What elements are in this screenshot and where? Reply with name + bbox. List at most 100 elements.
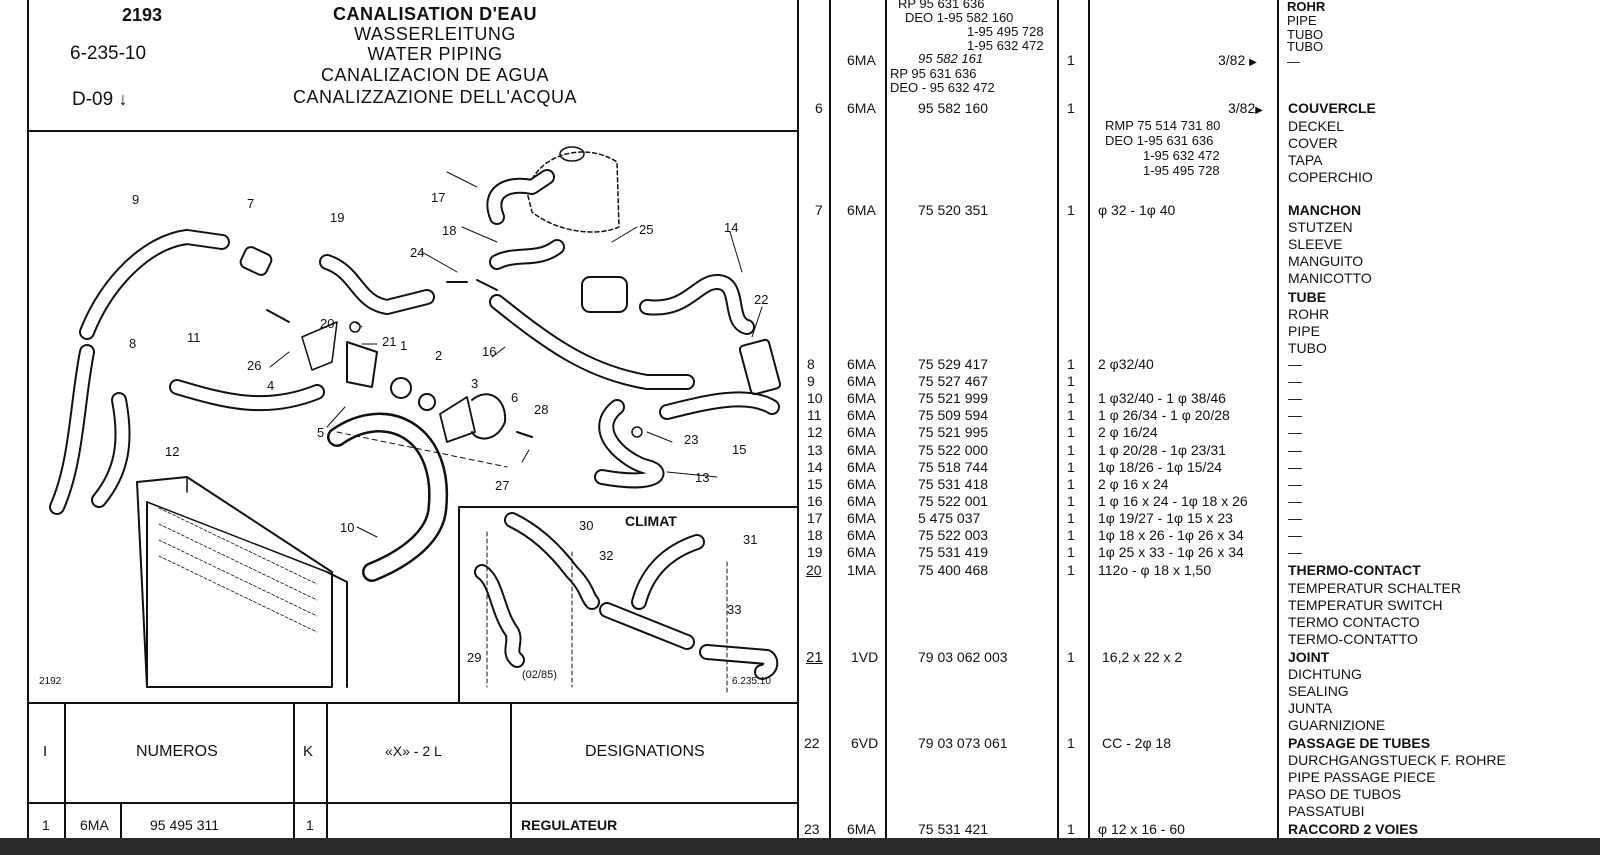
- callout-31: 31: [743, 532, 757, 547]
- part-desc: —: [1288, 475, 1302, 492]
- item-7-desc-2: STUTZEN: [1288, 219, 1353, 235]
- part-spec: 1 φ 20/28 - 1φ 23/31: [1098, 441, 1226, 458]
- callout-11: 11: [187, 330, 201, 345]
- inset-title: CLIMAT: [625, 513, 677, 529]
- plate-code: 2193: [122, 5, 163, 25]
- item-20-qty: 1: [1067, 562, 1075, 578]
- item-7-desc-4: MANGUITO: [1288, 253, 1364, 269]
- item-22-desc-4: PASO DE TUBOS: [1288, 786, 1402, 802]
- item-20-index: 20: [806, 562, 822, 578]
- item-6-desc-1: COUVERCLE: [1288, 100, 1376, 116]
- callout-8: 8: [129, 336, 136, 351]
- item-22-index: 22: [804, 735, 820, 751]
- table-top-rule: [27, 702, 799, 704]
- arrow-right-icon: ▶: [1255, 105, 1263, 116]
- item-6-desc-2: DECKEL: [1288, 118, 1345, 134]
- figure-reference: 6-235-10: [70, 43, 147, 64]
- item-23-index: 23: [804, 821, 820, 837]
- item-20-desc-3: TEMPERATUR SWITCH: [1288, 597, 1443, 613]
- item-6-date-text: 3/82: [1228, 100, 1256, 116]
- col-header-designations: DESIGNATIONS: [585, 743, 705, 760]
- part-qty: 1: [1067, 424, 1075, 441]
- table-col-sep-5: [510, 702, 512, 838]
- item-6-note-3: 1-95 632 472: [1143, 148, 1220, 163]
- model-code-text: D-09: [72, 89, 114, 110]
- item-21-index: 21: [806, 649, 823, 666]
- part-qty: 1: [1067, 356, 1075, 372]
- item-7-desc-9: TUBO: [1288, 340, 1327, 356]
- part-family: 6MA: [847, 458, 876, 475]
- top-desc-3: TUBO: [1287, 27, 1324, 42]
- item-20-spec: 112o - φ 18 x 1,50: [1098, 562, 1212, 578]
- part-index: 15: [807, 475, 823, 492]
- callout-16: 16: [482, 344, 496, 359]
- item-6-qty: 1: [1067, 100, 1075, 116]
- item-7-desc-6: TUBE: [1288, 289, 1327, 305]
- col-header-model: «X» - 2 L: [385, 743, 442, 759]
- item-7-number: 75 520 351: [918, 202, 989, 218]
- part-family: 6MA: [847, 373, 876, 390]
- item-22-qty: 1: [1067, 735, 1075, 751]
- part-number: 75 522 000: [918, 441, 989, 458]
- item-22-desc-2: DURCHGANGSTUECK F. ROHRE: [1288, 752, 1506, 768]
- item-6-desc-5: COPERCHIO: [1288, 169, 1373, 185]
- hoses: [49, 169, 780, 582]
- table-col-sep-3: [293, 702, 295, 838]
- callout-23: 23: [684, 432, 698, 447]
- table-col-sep-1: [64, 702, 66, 838]
- item-21-qty: 1: [1067, 649, 1075, 665]
- item-22-desc-3: PIPE PASSAGE PIECE: [1288, 769, 1436, 785]
- item-6-desc-3: COVER: [1288, 135, 1338, 151]
- callout-4: 4: [267, 378, 274, 393]
- part-desc: —: [1288, 424, 1302, 441]
- item-21-spec: 16,2 x 22 x 2: [1102, 649, 1183, 665]
- item-21-family: 1VD: [851, 649, 879, 665]
- part-qty: 1: [1067, 407, 1075, 424]
- top-date-text: 3/82: [1218, 52, 1246, 68]
- diagram-callouts: 9 7 19 17 18 24 25 14 22 20 21 26 4 1 2 …: [39, 190, 771, 687]
- inset-hoses: [474, 512, 779, 680]
- part-qty: 1: [1067, 458, 1075, 475]
- part-desc: —: [1288, 458, 1302, 475]
- scan-bottom-edge: [0, 838, 1600, 855]
- title-en: WATER PIPING: [367, 44, 503, 64]
- part-number: 75 522 003: [918, 527, 989, 543]
- callout-27: 27: [495, 478, 509, 493]
- part-index: 14: [807, 458, 823, 475]
- item-23-qty: 1: [1067, 821, 1075, 837]
- item-21-desc-5: GUARNIZIONE: [1288, 717, 1386, 733]
- item-6-family: 6MA: [847, 100, 876, 116]
- part-index: 18: [807, 527, 823, 543]
- part-index: 13: [807, 441, 823, 458]
- callout-2: 2: [435, 348, 442, 363]
- callout-9: 9: [132, 192, 139, 207]
- callout-22: 22: [754, 292, 768, 307]
- callout-24: 24: [410, 245, 424, 260]
- item-7-desc-1: MANCHON: [1288, 202, 1362, 218]
- part-qty: 1: [1067, 509, 1075, 526]
- callout-10: 10: [340, 520, 354, 535]
- callout-7: 7: [247, 196, 254, 211]
- item-23-family: 6MA: [847, 821, 876, 837]
- part-spec: 1φ 18/26 - 1φ 15/24: [1098, 458, 1223, 475]
- part-index: 11: [807, 407, 822, 424]
- item-22-desc-1: PASSAGE DE TUBES: [1288, 735, 1431, 751]
- part-desc: —: [1288, 544, 1302, 561]
- arrow-down-icon: ↓: [118, 89, 128, 109]
- part-desc: —: [1288, 492, 1302, 509]
- top-family: 6MA: [847, 52, 876, 68]
- part-number: 75 521 999: [918, 390, 989, 407]
- part-spec: 2 φ 16/24: [1098, 424, 1158, 441]
- part-family: 6MA: [847, 356, 876, 372]
- part-spec: 2 φ32/40: [1098, 356, 1154, 372]
- right-col-sep-4: [1088, 0, 1090, 838]
- top-desc-2: PIPE: [1287, 13, 1317, 28]
- part-desc: —: [1288, 373, 1302, 390]
